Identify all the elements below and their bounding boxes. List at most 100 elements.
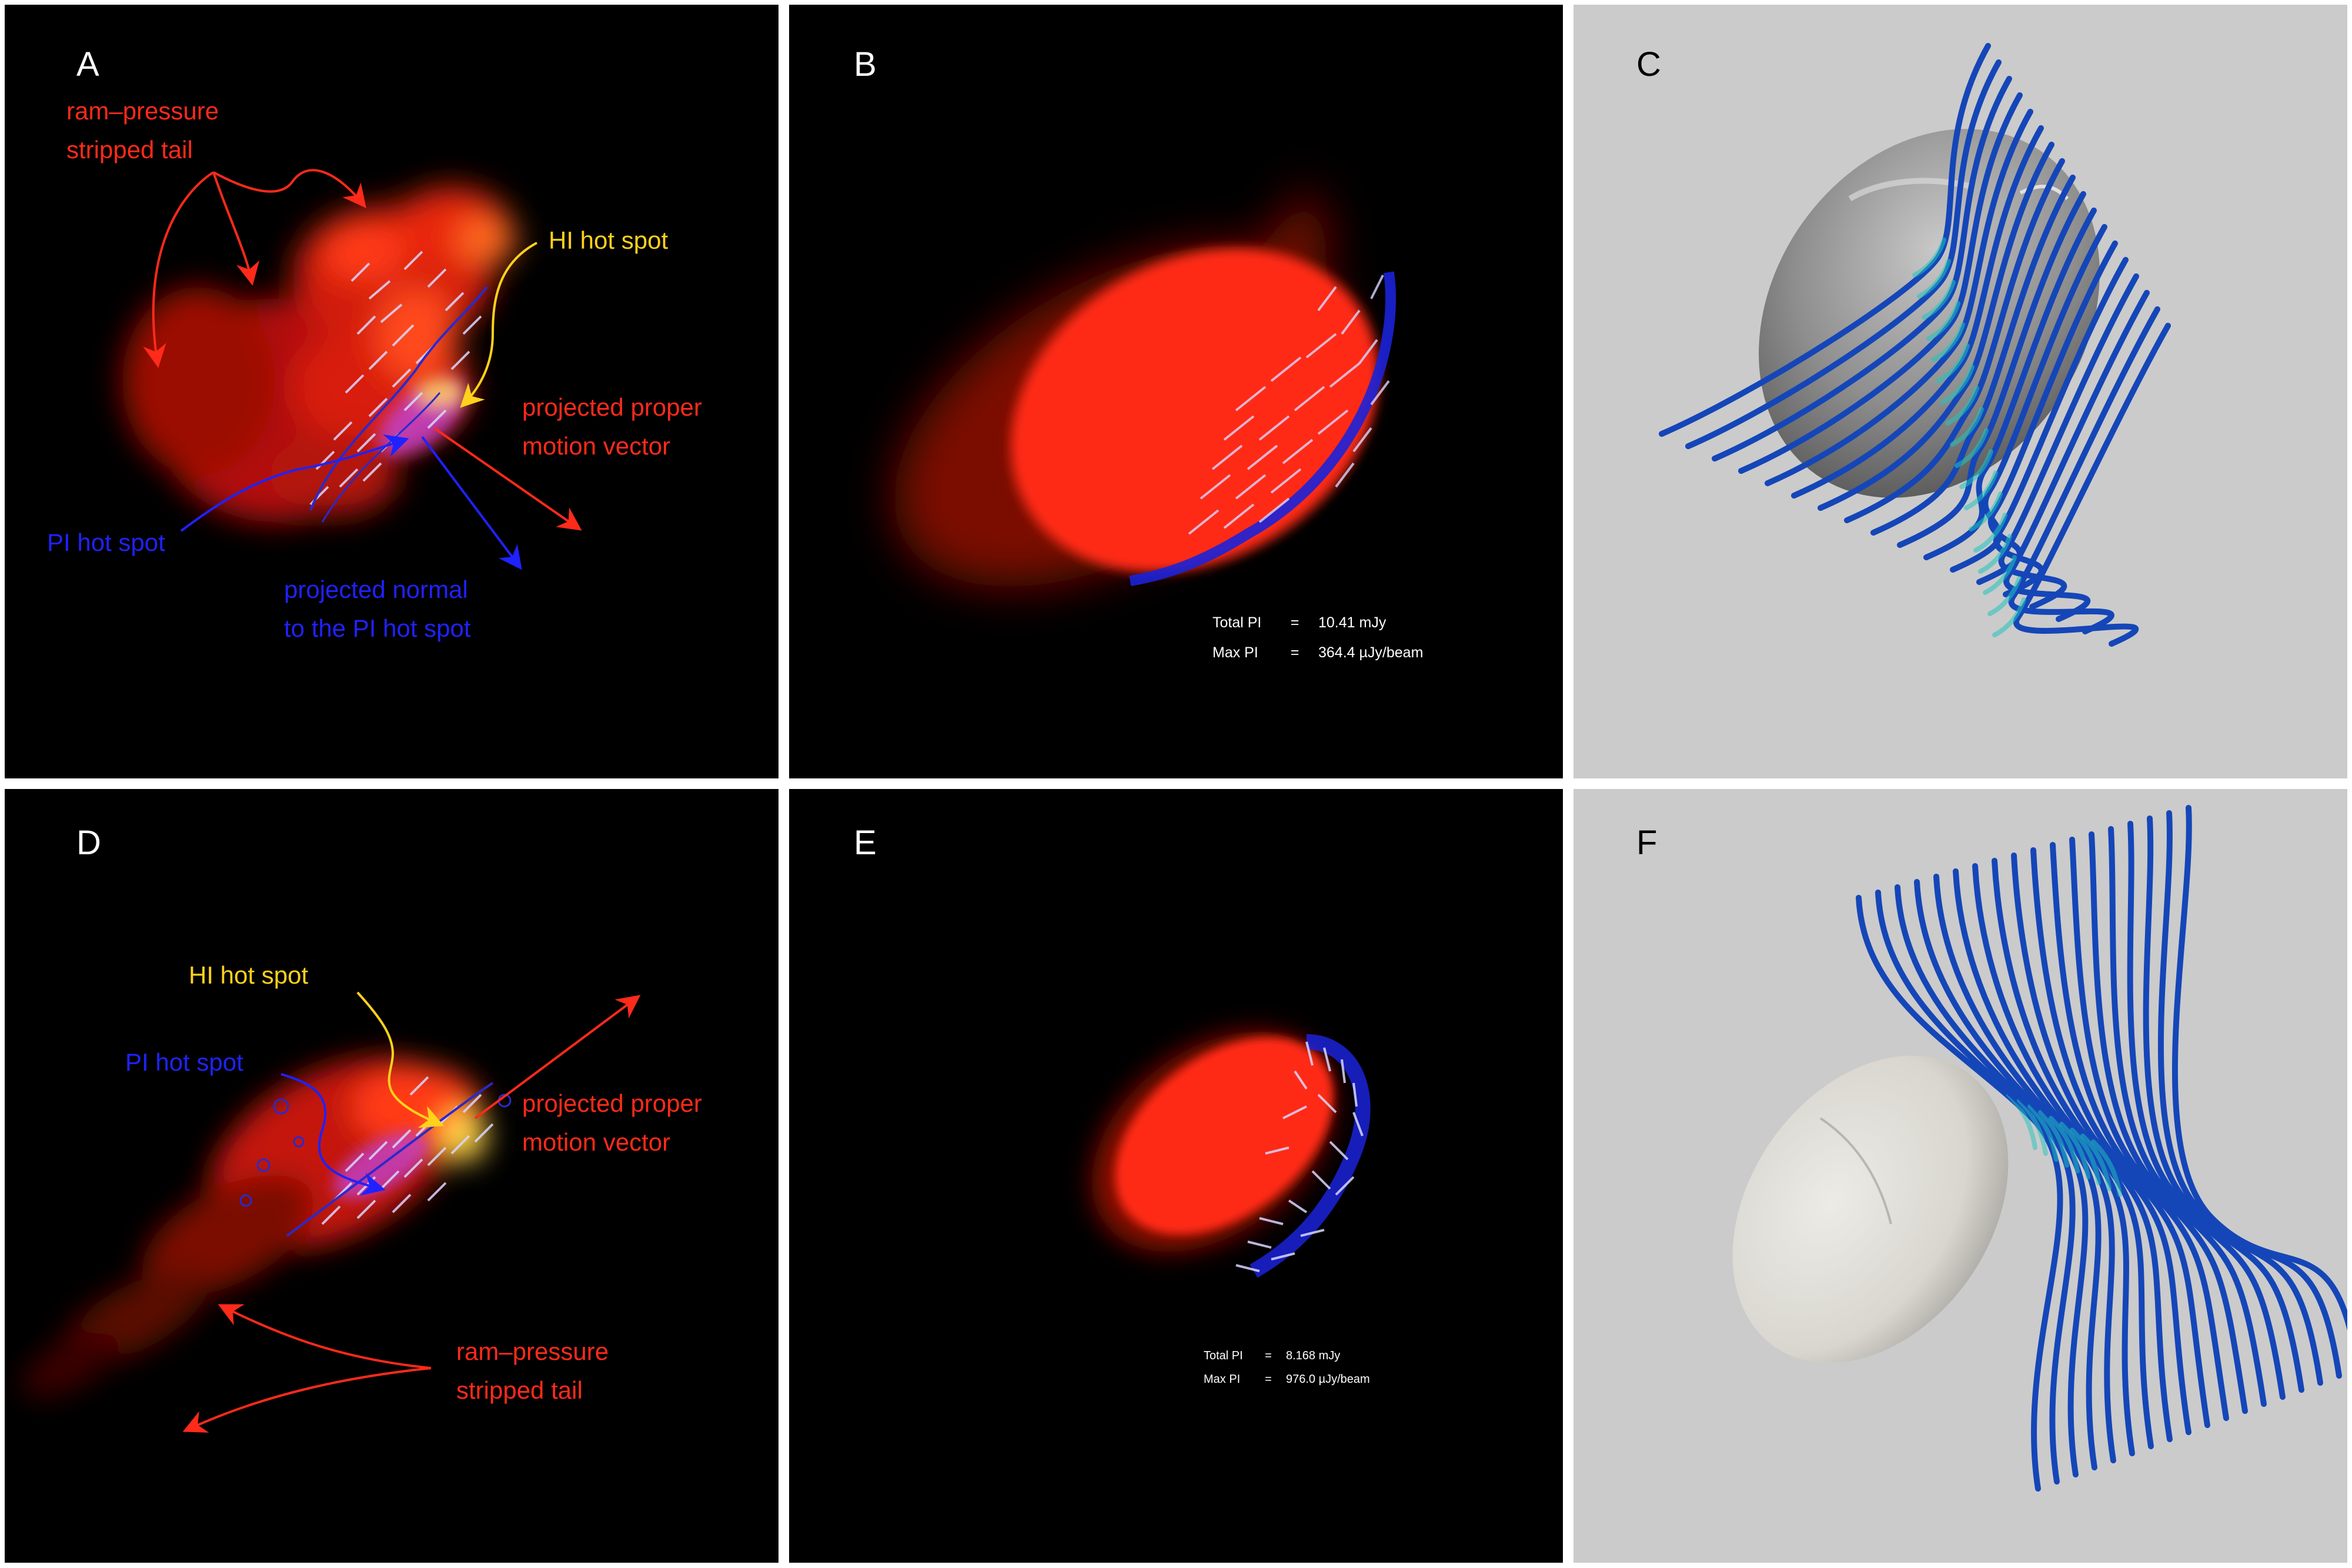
field-line-highlight-c [1978,534,2012,574]
polarization-vectors-b [1188,275,1390,535]
field-line-c [1844,158,2065,523]
total-pi-eq-b: = [1290,614,1299,631]
field-line-c [1897,191,2086,548]
field-line-highlight-f [2017,1098,2048,1156]
field-line-highlight-c [1987,576,2022,616]
max-pi-key-b: Max PI [1212,644,1258,661]
field-line-highlight-c [1945,386,1979,426]
field-line-c [1998,273,2139,610]
field-line-highlight-c [1931,322,1965,362]
field-line-c [1791,125,2044,499]
panel-f-image [1732,805,2347,1492]
panel-a: A ram–pressure stripped tail HI hot spot… [5,5,779,778]
motion-label-d: projected proper motion vector [522,1084,702,1162]
pi-hot-spot-label-a: PI hot spot [47,529,165,556]
field-line-highlight-f [2091,1139,2122,1197]
max-pi-value-b: 364.4 µJy/beam [1318,644,1424,661]
tail-label-d-line1: ram–pressure [456,1338,609,1365]
field-line-highlight-c [1912,238,1946,278]
total-pi-value-b: 10.41 mJy [1318,614,1387,631]
panel-c: C [1573,5,2347,778]
max-pi-value-e: 976.0 µJy/beam [1286,1373,1370,1386]
field-line-highlight-c [1983,555,2017,595]
pi-stats-b: Total PI = 10.41 mJy Max PI = 364.4 µJy/… [1212,608,1423,668]
field-line-highlight-f [2070,1128,2101,1185]
field-line-highlight-c [1969,492,2003,531]
field-line-c [2003,290,2150,622]
panel-label-b: B [854,45,877,83]
pi-stats-e: Total PI = 8.168 mJy Max PI = 976.0 µJy/… [1204,1344,1370,1391]
field-line-f [2143,815,2323,1386]
motion-label-a-line1: projected proper [522,393,702,421]
field-line-highlight-c [1940,365,1975,404]
field-line-f [2050,842,2229,1421]
cloud-body-e [1115,1037,1334,1235]
field-line-highlight-c [1922,280,1956,320]
normal-label-a-line2: to the PI hot spot [284,614,471,642]
annotation-arrows [143,169,582,570]
field-line-highlight-c [1950,407,1984,447]
max-pi-row-e: Max PI = 976.0 µJy/beam [1204,1368,1370,1391]
panel-e: E Total PI = 8.168 mJy Max PI = 976.0 µJ… [789,789,1563,1563]
max-pi-key-e: Max PI [1204,1373,1241,1386]
panel-a-image [122,169,582,570]
hi-emission-d [21,1057,487,1398]
field-line-highlight-c [1959,449,1993,489]
normal-label-a: projected normal to the PI hot spot [284,570,471,648]
cloud-body-b [1011,248,1379,573]
tail-label-a: ram–pressure stripped tail [66,92,219,169]
field-line-f [2030,847,2210,1428]
hi-hot-spot-label-a: HI hot spot [549,226,669,254]
field-line-c [2013,323,2171,647]
panel-label-c: C [1636,45,1661,83]
panel-b: B Total PI = 10.41 mJy Max PI = 364.4 µJ… [789,5,1563,778]
field-line-c [1765,109,2033,486]
field-line-highlight-c [1973,513,2007,553]
motion-label-a: projected proper motion vector [522,388,702,466]
hi-emission [122,187,516,522]
cloud-3d-body-f [1732,1055,2009,1363]
field-line-highlight-c [1955,428,1989,468]
field-line-highlight-c [1926,301,1960,341]
field-line-c [1659,43,1991,437]
normal-label-a-line1: projected normal [284,576,468,603]
field-line-highlight-f [2059,1122,2090,1179]
panel-label-f: F [1636,824,1658,862]
field-line-f [2069,837,2248,1414]
panel-d: D HI hot spot PI hot spot projected prop… [5,789,779,1563]
polarization-vectors-e [1235,1041,1364,1272]
tail-label-d-line2: stripped tail [456,1376,583,1404]
panel-e-image [1092,1031,1371,1278]
field-line-highlight-f [2080,1134,2112,1191]
max-pi-eq-b: = [1290,644,1299,661]
tail-label-d: ram–pressure stripped tail [456,1332,609,1410]
field-line-c [1685,59,2002,449]
total-pi-key-b: Total PI [1212,614,1262,631]
max-pi-row-b: Max PI = 364.4 µJy/beam [1212,638,1423,668]
total-pi-value-e: 8.168 mJy [1286,1349,1341,1362]
magnetic-field-lines-c [1659,43,2171,647]
panel-b-image [894,181,1396,587]
field-line-f [2157,810,2342,1379]
field-line-c [1738,92,2023,474]
panel-label-a: A [76,45,99,83]
panel-label-d: D [76,824,101,862]
field-line-f [2172,805,2347,1331]
field-line-highlight-c [1936,343,1970,383]
field-line-c [2008,306,2160,634]
motion-label-d-line2: motion vector [522,1128,671,1156]
field-line-highlight-c [1917,259,1951,299]
pi-hot-spot-label-d: PI hot spot [125,1048,243,1076]
field-line-highlight-f [2049,1116,2080,1174]
magnetic-field-lines-f [1856,805,2347,1492]
field-line-highlight-f [2027,1104,2059,1162]
panel-d-image [21,991,641,1433]
field-line-c [1818,142,2054,511]
field-line-highlight-f [2038,1110,2069,1168]
panel-label-e: E [854,824,877,862]
total-pi-key-e: Total PI [1204,1349,1243,1362]
field-line-highlight-c [1964,470,1998,510]
polarization-vectors-d [321,1076,494,1225]
total-pi-eq-e: = [1265,1349,1272,1362]
panel-f: F [1573,789,2347,1563]
